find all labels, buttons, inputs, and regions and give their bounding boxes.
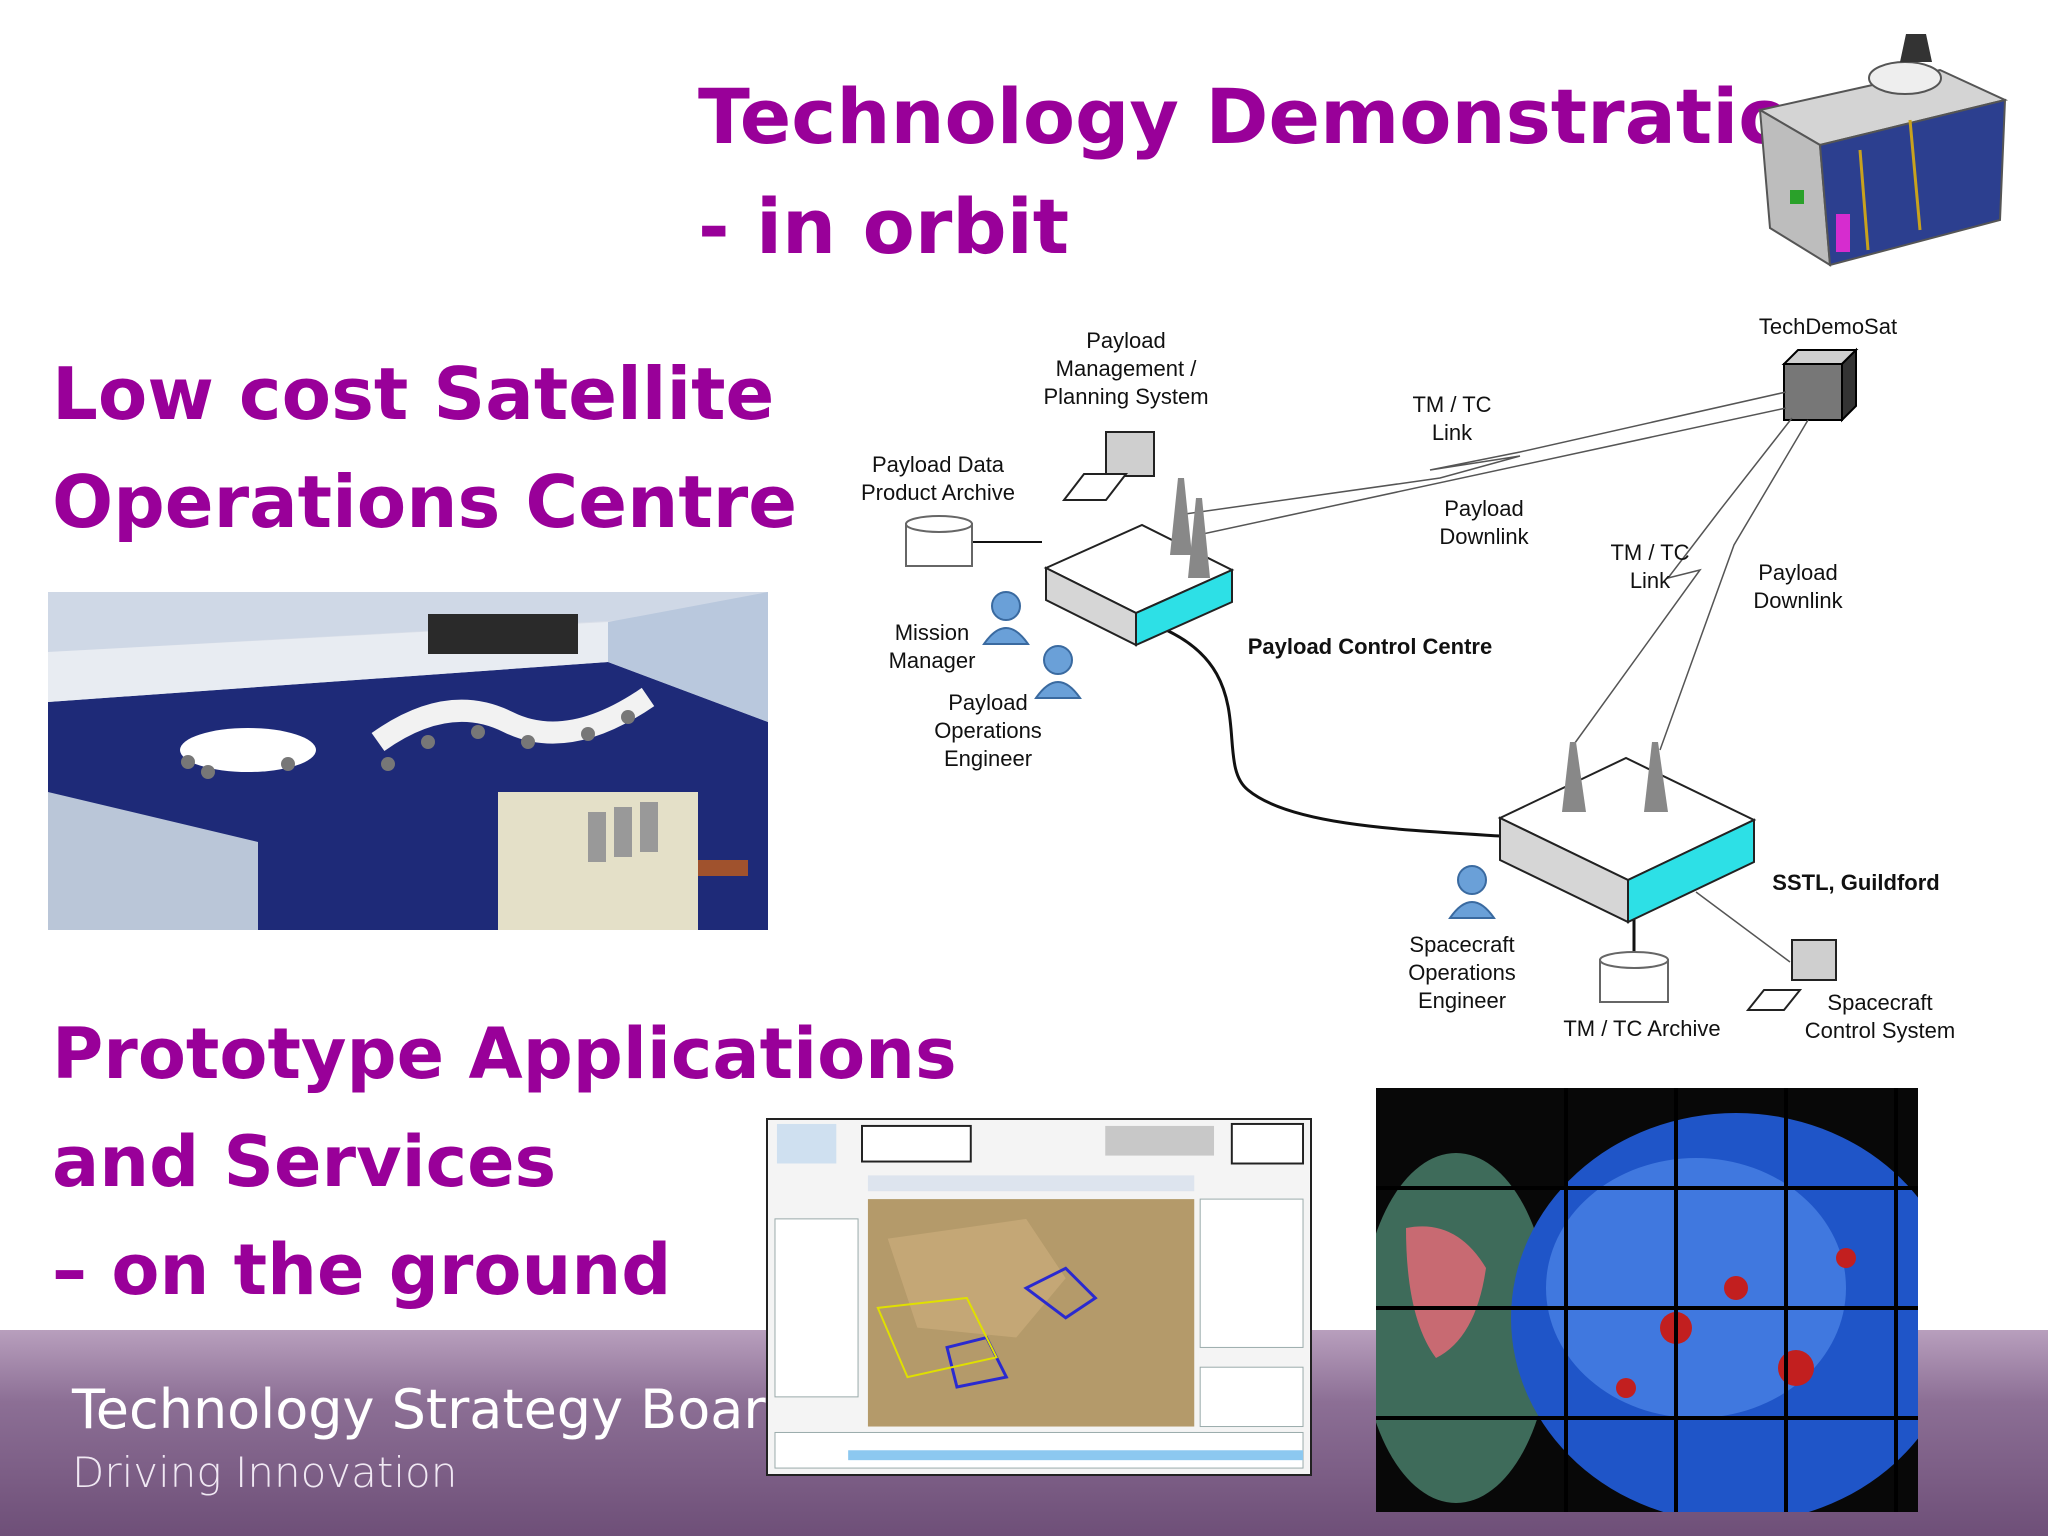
label-sc-ops-1: Spacecraft bbox=[1409, 932, 1514, 957]
label-sc-ops-3: Engineer bbox=[1418, 988, 1506, 1013]
label-tmtc-link-right-2: Link bbox=[1630, 568, 1671, 593]
operations-centre-render bbox=[48, 592, 768, 930]
bottom-heading-line-1: Prototype Applications bbox=[52, 1013, 957, 1095]
payload-archive-icon bbox=[905, 515, 973, 567]
title-line-1: Technology Demonstration bbox=[698, 72, 1845, 161]
label-sc-control-1: Spacecraft bbox=[1827, 990, 1932, 1015]
label-downlink-top-1: Payload bbox=[1444, 496, 1524, 521]
payload-control-centre-icon bbox=[1043, 478, 1235, 647]
application-screenshot bbox=[766, 1118, 1312, 1476]
bottom-heading: Prototype Applications and Services – on… bbox=[52, 1000, 957, 1324]
payload-ops-person-icon bbox=[1034, 645, 1082, 699]
left-heading-line-1: Low cost Satellite bbox=[52, 352, 775, 436]
label-tmtc-link-right-1: TM / TC bbox=[1610, 540, 1689, 565]
techdemosat-node-icon bbox=[1781, 347, 1859, 423]
footer-tagline: Driving Innovation bbox=[72, 1448, 458, 1497]
label-downlink-right-1: Payload bbox=[1758, 560, 1838, 585]
label-mission-manager-1: Mission bbox=[895, 620, 970, 645]
label-payload-ops-3: Engineer bbox=[944, 746, 1032, 771]
mission-manager-person-icon bbox=[982, 591, 1030, 645]
footer-brand: Technology Strategy Board bbox=[72, 1378, 799, 1441]
planning-computer-icon bbox=[1061, 431, 1155, 501]
slide-title: Technology Demonstration - in orbit bbox=[698, 62, 1845, 282]
spacecraft-ops-person-icon bbox=[1448, 865, 1496, 919]
label-sstl-guildford: SSTL, Guildford bbox=[1772, 870, 1939, 895]
label-payload-ops-2: Operations bbox=[934, 718, 1042, 743]
label-sc-ops-2: Operations bbox=[1408, 960, 1516, 985]
bottom-heading-line-2: and Services bbox=[52, 1121, 557, 1203]
label-downlink-right-2: Downlink bbox=[1753, 588, 1843, 613]
label-payload-mgmt-2: Management / bbox=[1056, 356, 1198, 381]
bottom-heading-line-3: – on the ground bbox=[52, 1229, 672, 1311]
label-tmtc-link-top-2: Link bbox=[1432, 420, 1473, 445]
label-payload-mgmt-1: Payload bbox=[1086, 328, 1166, 353]
label-sc-control-2: Control System bbox=[1805, 1018, 1955, 1043]
title-line-2: - in orbit bbox=[698, 182, 1070, 271]
label-downlink-top-2: Downlink bbox=[1439, 524, 1529, 549]
label-archive-1: Payload Data bbox=[872, 452, 1005, 477]
label-mission-manager-2: Manager bbox=[889, 648, 976, 673]
spacecraft-control-computer-icon bbox=[1745, 939, 1837, 1011]
tmtc-archive-icon bbox=[1599, 951, 1669, 1003]
label-techdemosat: TechDemoSat bbox=[1759, 314, 1897, 339]
label-archive-2: Product Archive bbox=[861, 480, 1015, 505]
left-heading: Low cost Satellite Operations Centre bbox=[52, 340, 797, 556]
globe-display-wall-image bbox=[1376, 1088, 1918, 1512]
satellite-icon bbox=[1757, 34, 2009, 267]
label-payload-mgmt-3: Planning System bbox=[1043, 384, 1208, 409]
label-payload-control-centre: Payload Control Centre bbox=[1248, 634, 1492, 659]
label-tmtc-link-top-1: TM / TC bbox=[1412, 392, 1491, 417]
left-heading-line-2: Operations Centre bbox=[52, 460, 798, 544]
sstl-ground-station-icon bbox=[1497, 742, 1757, 924]
label-tmtc-archive: TM / TC Archive bbox=[1563, 1016, 1720, 1041]
label-payload-ops-1: Payload bbox=[948, 690, 1028, 715]
